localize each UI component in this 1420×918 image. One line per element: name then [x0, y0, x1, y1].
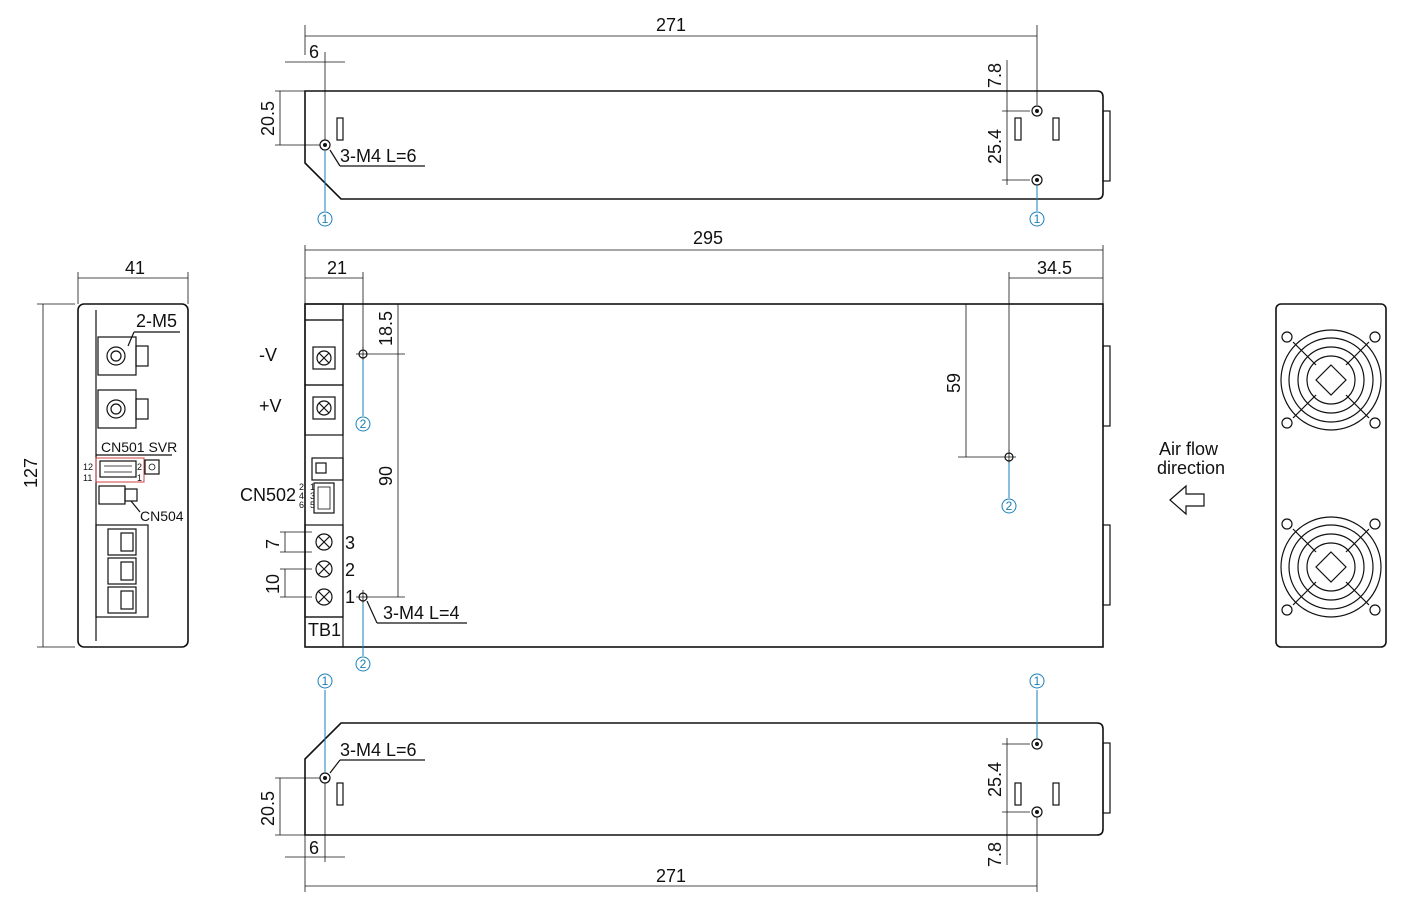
cn501-pin-12: 12 [83, 462, 93, 472]
cn502-pin-5: 5 [310, 500, 315, 510]
svg-text:2: 2 [360, 657, 367, 671]
top-width-dim: 271 [656, 15, 686, 35]
top-hole-from-top-dim: 7.8 [985, 63, 1005, 88]
rear-fan-view [1275, 303, 1387, 648]
airflow-indicator: Air flow direction [1157, 439, 1225, 516]
cn501-pin-2: 2 [137, 462, 142, 472]
front-hole-spacing-dim: 90 [376, 466, 396, 486]
cn502-pin-2: 2 [299, 482, 304, 492]
cn501-pin-1: 1 [137, 473, 142, 483]
svg-text:1: 1 [322, 212, 329, 226]
cn502-pin-1: 1 [310, 482, 315, 492]
tb1-term-3: 3 [345, 533, 355, 553]
cn502-pin-4: 4 [299, 491, 304, 501]
bottom-width-dim: 271 [656, 866, 686, 886]
bottom-offset-dim: 6 [309, 838, 319, 858]
height-dim: 127 [21, 458, 41, 488]
marker-bottom-left: 1 [317, 673, 333, 689]
front-hole-top-dim: 18.5 [376, 311, 396, 346]
marker-bottom-right: 1 [1029, 673, 1045, 689]
marker-front-lower: 2 [355, 656, 371, 672]
marker-top-left: 1 [317, 211, 333, 227]
marker-front-upper: 2 [355, 416, 371, 432]
bottom-screw-callout: 3-M4 L=6 [340, 740, 417, 760]
neg-v-label: -V [259, 345, 277, 365]
front-view: -V +V CN502 2 4 6 1 3 5 3 2 1 TB1 7 10 [240, 228, 1111, 656]
top-offset-dim: 6 [309, 42, 319, 62]
bottom-hole-from-edge-dim: 7.8 [985, 842, 1005, 867]
top-hole-pitch-dim: 25.4 [985, 129, 1005, 164]
side-width-dim: 41 [125, 258, 145, 278]
cn502-label: CN502 [240, 485, 296, 505]
front-screw-callout: 3-M4 L=4 [383, 603, 460, 623]
bottom-hole-pitch-dim: 25.4 [985, 762, 1005, 797]
fan-upper [1280, 329, 1382, 431]
svg-text:2: 2 [1006, 499, 1013, 513]
top-view: 271 6 7.8 25.4 20.5 3-M4 L=6 [258, 15, 1111, 211]
rear-hole-drop-dim: 59 [944, 373, 964, 393]
marker-front-rear: 2 [1001, 498, 1017, 514]
airflow-label-line2: direction [1157, 458, 1225, 478]
fan-lower [1280, 516, 1382, 618]
cn502-pin-6: 6 [299, 500, 304, 510]
side-view: 2-M5 CN501 SVR 12 11 2 1 CN504 41 127 [21, 258, 189, 648]
cn504-label: CN504 [140, 508, 184, 524]
side-screw-callout: 2-M5 [136, 311, 177, 331]
bottom-side-hole-dim: 20.5 [258, 791, 278, 826]
airflow-label-line1: Air flow [1159, 439, 1219, 459]
tb-pitch-large-dim: 10 [263, 574, 283, 594]
end-offset-left-dim: 21 [327, 258, 347, 278]
tb1-term-1: 1 [345, 587, 355, 607]
length-dim: 295 [693, 228, 723, 248]
end-offset-right-dim: 34.5 [1037, 258, 1072, 278]
cn501-svr-label: CN501 SVR [101, 439, 177, 455]
cn502-pin-3: 3 [310, 491, 315, 501]
svg-text:1: 1 [322, 674, 329, 688]
cn501-pin-11: 11 [83, 473, 92, 483]
pos-v-label: +V [259, 396, 282, 416]
svg-text:2: 2 [360, 417, 367, 431]
top-screw-callout: 3-M4 L=6 [340, 146, 417, 166]
top-side-hole-dim: 20.5 [258, 101, 278, 136]
tb1-label: TB1 [308, 620, 341, 640]
svg-text:1: 1 [1034, 212, 1041, 226]
tb1-term-2: 2 [345, 560, 355, 580]
marker-top-right: 1 [1029, 211, 1045, 227]
bottom-view: 3-M4 L=6 20.5 25.4 7.8 6 271 [258, 690, 1111, 892]
airflow-arrow-icon [1169, 484, 1205, 516]
svg-text:1: 1 [1034, 674, 1041, 688]
tb-pitch-small-dim: 7 [263, 539, 283, 549]
